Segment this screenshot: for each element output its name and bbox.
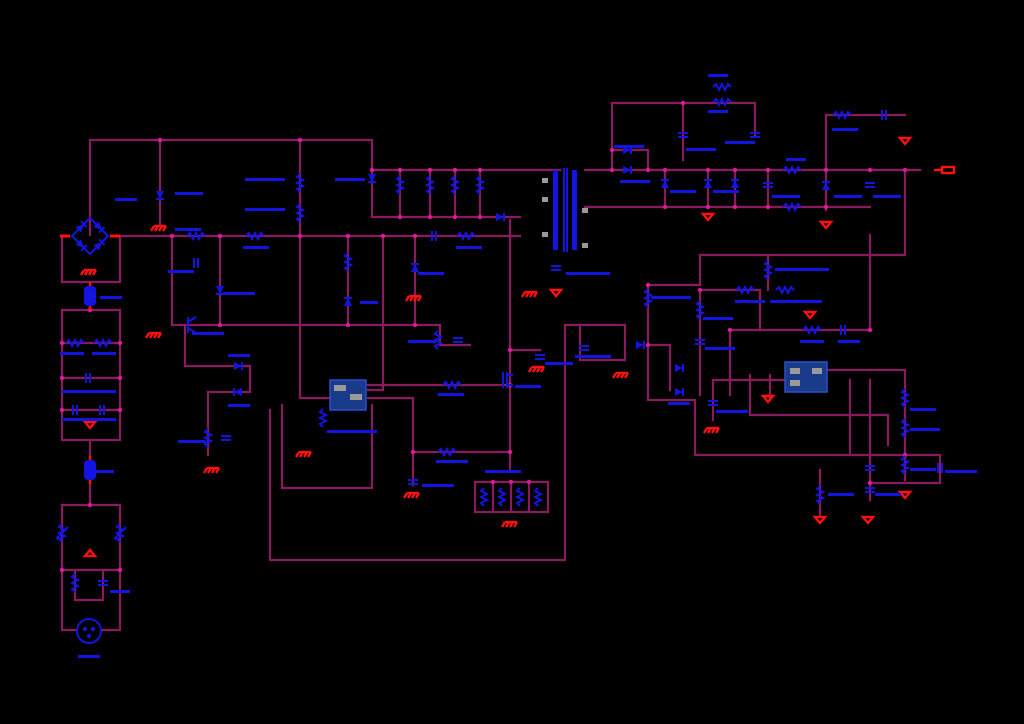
thermistor-right [113,523,127,543]
junctions [59,100,908,573]
ac-inlet [76,618,102,644]
common-mode-choke-2 [84,456,96,484]
component-labels [60,74,977,658]
mosfet-q2 [502,372,513,388]
bridge-rectifier [60,216,120,256]
controller-ic-2 [784,361,828,393]
transformer-t1 [542,168,588,252]
thermistor-left [55,523,69,543]
components [55,83,956,644]
controller-ic-1 [329,379,367,411]
output-connector [934,165,956,175]
common-mode-choke-1 [84,282,96,310]
